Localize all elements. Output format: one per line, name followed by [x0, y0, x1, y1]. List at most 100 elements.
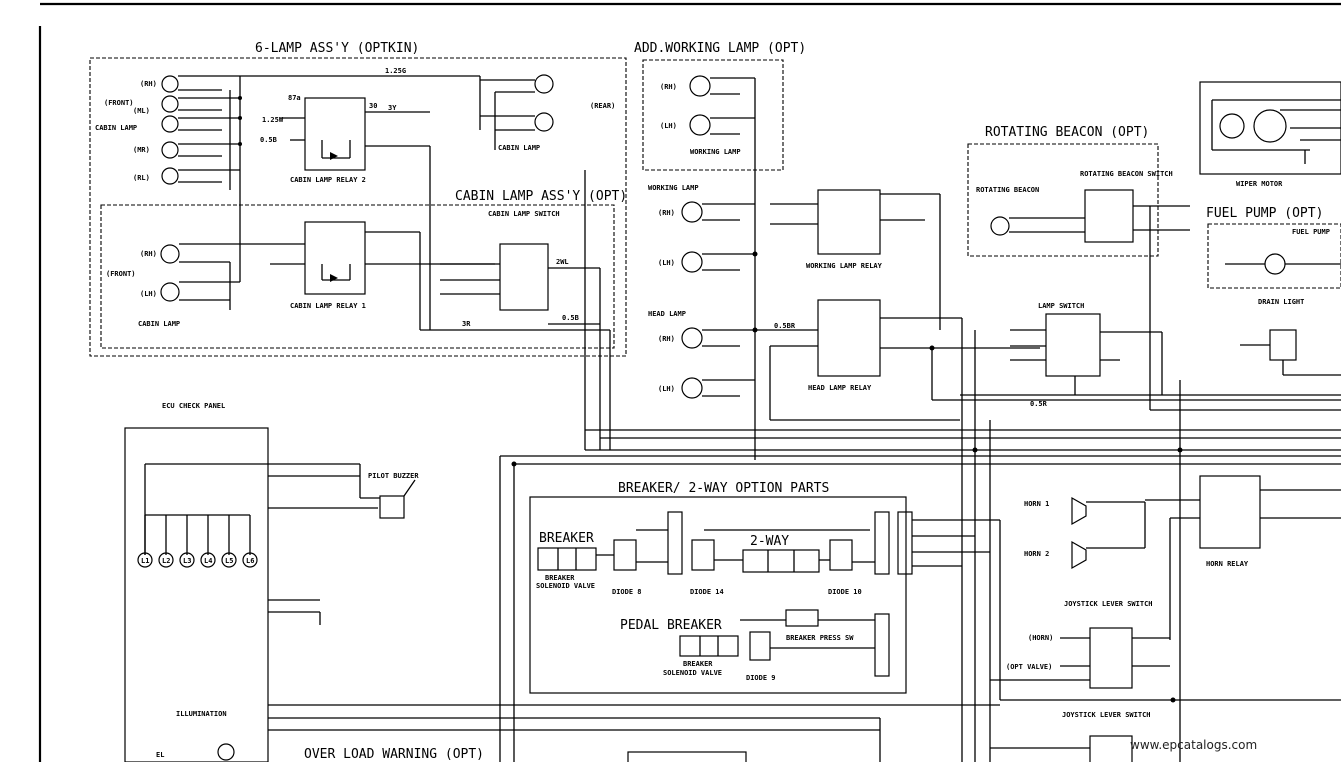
pedal-breaker-solenoid [679, 635, 739, 657]
pedal-breaker-connector [874, 613, 890, 677]
label-ml: (ML) [133, 107, 150, 115]
fuel-pump-title: FUEL PUMP (OPT) [1206, 206, 1323, 221]
label-cabin-lamp-relay1: CABIN LAMP RELAY 1 [290, 302, 366, 310]
label-front: (FRONT) [104, 99, 134, 107]
label-working-lamp: WORKING LAMP [690, 148, 741, 156]
lamp-assy-inner-box [100, 204, 615, 349]
wire-0-5r: 0.5R [1030, 400, 1048, 408]
label-horn-pin: (HORN) [1028, 634, 1053, 642]
fuel-pump-motor [1264, 253, 1286, 275]
rotating-beacon-switch [1084, 189, 1134, 243]
breaker-title: BREAKER [539, 531, 594, 546]
cabin-lamps-upper [161, 75, 242, 190]
cabin-lamp-assy-title: CABIN LAMP ASS'Y (OPT) [455, 189, 627, 204]
label-diode-14: DIODE 14 [690, 588, 724, 596]
working-lamp-relay [817, 189, 881, 255]
label-horn-relay: HORN RELAY [1206, 560, 1249, 568]
diode-8 [613, 539, 637, 571]
diode-9 [749, 631, 771, 661]
label-diode-8: DIODE 8 [612, 588, 642, 596]
rotating-beacon-lamp [990, 216, 1010, 236]
label-diode-9: DIODE 9 [746, 674, 776, 682]
cabin-lamp-lower-rh [160, 244, 180, 264]
wire-3r: 3R [462, 320, 471, 328]
wire-0-5b-2: 0.5B [562, 314, 579, 322]
wire-2wl: 2WL [556, 258, 569, 266]
label-head-lamp: HEAD LAMP [648, 310, 686, 318]
label-working-lamp-relay: WORKING LAMP RELAY [806, 262, 883, 270]
label-cabin-lamp-switch: CABIN LAMP SWITCH [488, 210, 560, 218]
label-el: EL [156, 751, 164, 759]
illumination-lamp [217, 743, 235, 761]
label-diode-10: DIODE 10 [828, 588, 862, 596]
cabin-lamp-lower-lh [160, 282, 180, 302]
label-drain-light: DRAIN LIGHT [1258, 298, 1304, 306]
diode-10 [829, 539, 853, 571]
wiper-cam [1253, 109, 1287, 143]
joystick-lever-switch [1089, 627, 1133, 689]
cabin-lamp-relay-2 [304, 97, 366, 171]
label-pilot-buzzer: PILOT BUZZER [368, 472, 419, 480]
label-joystick-sw2: JOYSTICK LEVER SWITCH [1062, 711, 1151, 719]
label-head-lamp-relay: HEAD LAMP RELAY [808, 384, 872, 392]
horn-2 [1071, 540, 1087, 570]
breaker-option-title: BREAKER/ 2-WAY OPTION PARTS [618, 481, 829, 496]
label-horn-2: HORN 2 [1024, 550, 1049, 558]
head-lamp-rh [681, 327, 703, 349]
label-solenoid-valve: SOLENOID VALVE [536, 582, 595, 590]
rear-lamp-1 [534, 74, 554, 94]
label-head-rh: (RH) [658, 335, 675, 343]
rear-lamp-2 [534, 112, 554, 132]
cabin-lamp-switch [499, 243, 549, 311]
label-lamp-switch: LAMP SWITCH [1038, 302, 1084, 310]
label-add-lh: (LH) [660, 122, 677, 130]
lamp-assy-title: 6-LAMP ASS'Y (OPTKIN) [255, 41, 419, 56]
breaker-option-box [529, 496, 907, 694]
head-lamp-relay [817, 299, 881, 377]
label-rh: (RH) [140, 80, 157, 88]
breaker-press-switch [785, 609, 819, 627]
label-joystick-sw: JOYSTICK LEVER SWITCH [1064, 600, 1153, 608]
label-cabin-lamp-relay2: CABIN LAMP RELAY 2 [290, 176, 366, 184]
label-rl: (RL) [133, 174, 150, 182]
pedal-breaker-title: PEDAL BREAKER [620, 618, 722, 633]
label-ecu-panel: ECU CHECK PANEL [162, 402, 225, 410]
add-working-lamp-title: ADD.WORKING LAMP (OPT) [634, 41, 806, 56]
label-horn-1: HORN 1 [1024, 500, 1049, 508]
drain-light [1269, 329, 1297, 361]
label-work-lh: (LH) [658, 259, 675, 267]
fuel-pump-box [1207, 223, 1341, 289]
add-work-lamp-rh [689, 75, 711, 97]
label-cabin-lamp: CABIN LAMP [95, 124, 137, 132]
lamp-assy-box [89, 57, 627, 357]
head-lamp-lh [681, 377, 703, 399]
label-head-lh: (LH) [658, 385, 675, 393]
label-mr: (MR) [133, 146, 150, 154]
wire-3y: 3Y [388, 104, 397, 112]
label-lh-lower: (LH) [140, 290, 157, 298]
horn-1 [1071, 496, 1087, 526]
ecu-pin-l3: L3 [183, 557, 191, 565]
label-work-rh: (RH) [658, 209, 675, 217]
breaker-solenoid-valve [537, 547, 597, 571]
label-add-rh: (RH) [660, 83, 677, 91]
wiper-motor-box [1199, 81, 1341, 175]
add-working-lamp-box [642, 59, 784, 171]
ecu-pin-l6: L6 [246, 557, 254, 565]
add-work-lamp-lh [689, 114, 711, 136]
two-way-title: 2-WAY [750, 534, 789, 549]
wire-1-25w: 1.25W [262, 116, 284, 124]
label-breaker: BREAKER [545, 574, 575, 582]
over-load-box [627, 751, 747, 762]
ecu-pins [137, 515, 258, 568]
ecu-pin-l4: L4 [204, 557, 212, 565]
option-connector-right [897, 511, 913, 575]
relay2-pin-30: 30 [369, 102, 377, 110]
watermark: www.epcatalogs.com [1130, 738, 1257, 752]
wire-0-5b: 0.5B [260, 136, 277, 144]
label-front-lower: (FRONT) [106, 270, 136, 278]
lamp-switch [1045, 313, 1101, 377]
horn-relay [1199, 475, 1261, 549]
label-cabin-lamp-lower: CABIN LAMP [138, 320, 180, 328]
label-wiper-motor: WIPER MOTOR [1236, 180, 1283, 188]
